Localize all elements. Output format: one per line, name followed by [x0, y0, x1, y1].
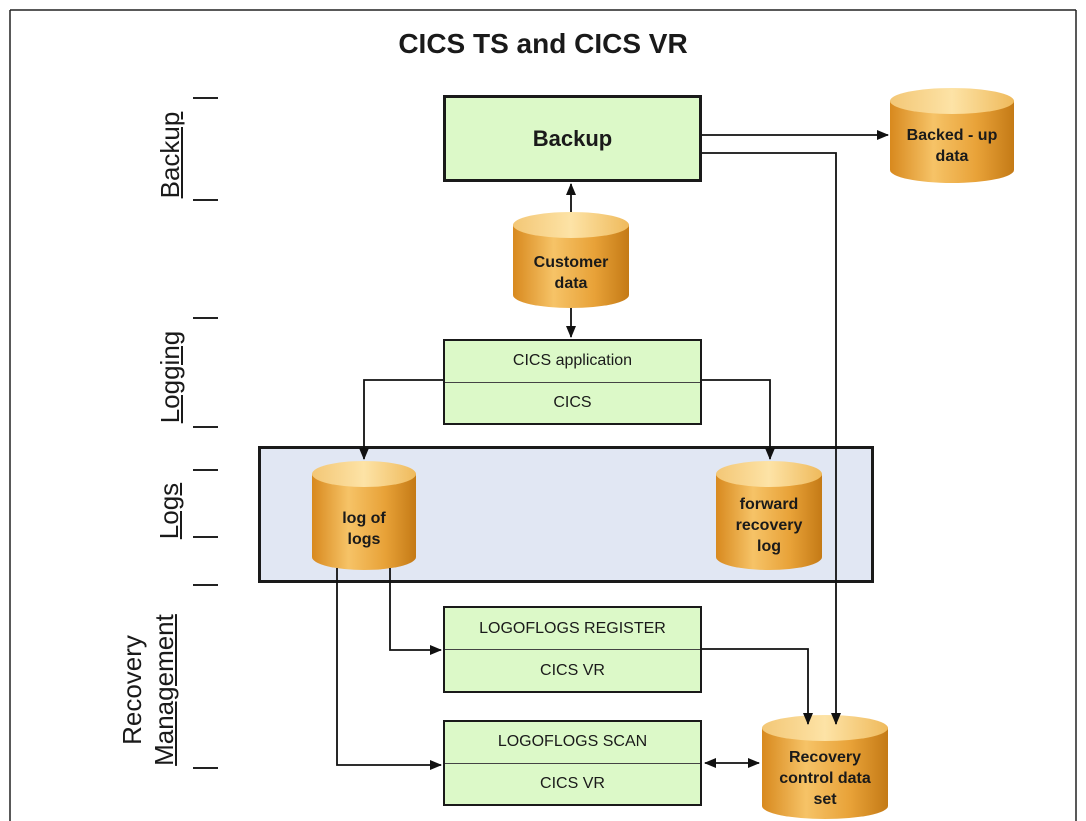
arrow-register-to-recovery-control	[702, 648, 813, 725]
arrow-backup-to-recovery-control	[702, 152, 841, 725]
side-label-ticks	[193, 97, 218, 769]
backup-box: Backup	[443, 95, 702, 182]
customer-data-cylinder	[513, 212, 629, 308]
cics-application-box: CICS application CICS	[443, 339, 702, 425]
cics-vr-label: CICS VR	[540, 661, 605, 679]
recovery-control-data-set-cylinder	[762, 715, 888, 819]
arrow-cics-to-log-of-logs	[359, 379, 443, 460]
logoflogs-register-box: LOGOFLOGS REGISTER CICS VR	[443, 606, 702, 693]
backed-up-data-cylinder	[890, 88, 1014, 183]
logoflogs-scan-box: LOGOFLOGS SCAN CICS VR	[443, 720, 702, 806]
diagram-title: CICS TS and CICS VR	[398, 28, 688, 59]
arrow-cics-to-forward-log	[702, 379, 775, 460]
log-of-logs-cylinder	[312, 461, 416, 570]
logoflogs-register-label: LOGOFLOGS REGISTER	[445, 608, 700, 650]
connectors	[336, 130, 889, 770]
arrow-logs-to-register	[389, 568, 442, 655]
forward-recovery-log-cylinder	[716, 461, 822, 570]
cics-label: CICS	[553, 393, 592, 411]
cics-application-label: CICS application	[445, 341, 700, 383]
arrow-logs-to-scan	[336, 568, 442, 770]
cics-vr-label: CICS VR	[540, 774, 605, 792]
logoflogs-scan-label: LOGOFLOGS SCAN	[445, 722, 700, 764]
